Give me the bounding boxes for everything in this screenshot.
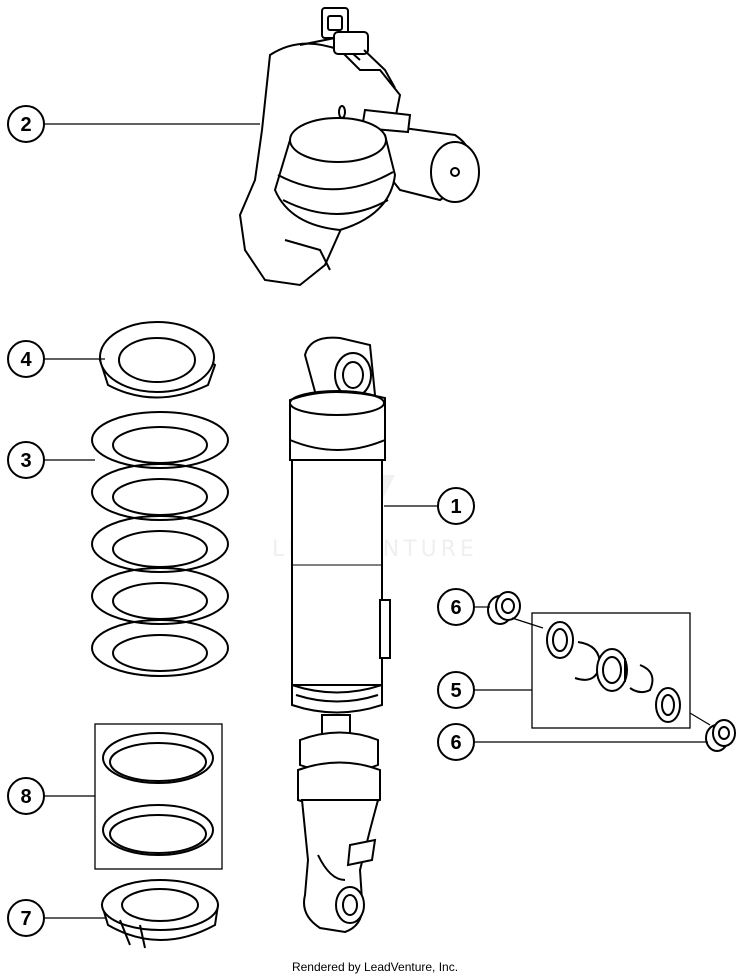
svg-text:6: 6 [450, 732, 461, 754]
callout-6-lower: 6 [437, 723, 475, 761]
part-5-bearing-kit [531, 612, 691, 729]
svg-text:1: 1 [450, 496, 461, 518]
callout-8: 8 [7, 777, 45, 815]
callout-1: 1 [437, 487, 475, 525]
part-4-spring-retainer [98, 321, 217, 399]
svg-text:4: 4 [20, 349, 32, 371]
callout-2: 2 [7, 105, 45, 143]
callout-4: 4 [7, 340, 45, 378]
callout-6-upper: 6 [437, 588, 475, 626]
callout-7: 7 [7, 899, 45, 937]
svg-text:6: 6 [450, 597, 461, 619]
svg-text:2: 2 [20, 114, 31, 136]
render-credit: Rendered by LeadVenture, Inc. [291, 960, 459, 974]
svg-text:5: 5 [450, 680, 461, 702]
part-2-reservoir [238, 7, 480, 287]
part-6-seal-bushings [487, 591, 736, 752]
part-1-shock-absorber [289, 336, 391, 934]
callout-leader-lines [44, 123, 711, 919]
part-7-split-collar [100, 879, 220, 949]
svg-text:7: 7 [20, 908, 31, 930]
part-3-coil-spring [91, 411, 229, 677]
svg-text:8: 8 [20, 786, 31, 808]
callout-5: 5 [437, 671, 475, 709]
svg-text:3: 3 [20, 450, 31, 472]
part-8-shim-rings [94, 723, 223, 870]
callout-3: 3 [7, 441, 45, 479]
